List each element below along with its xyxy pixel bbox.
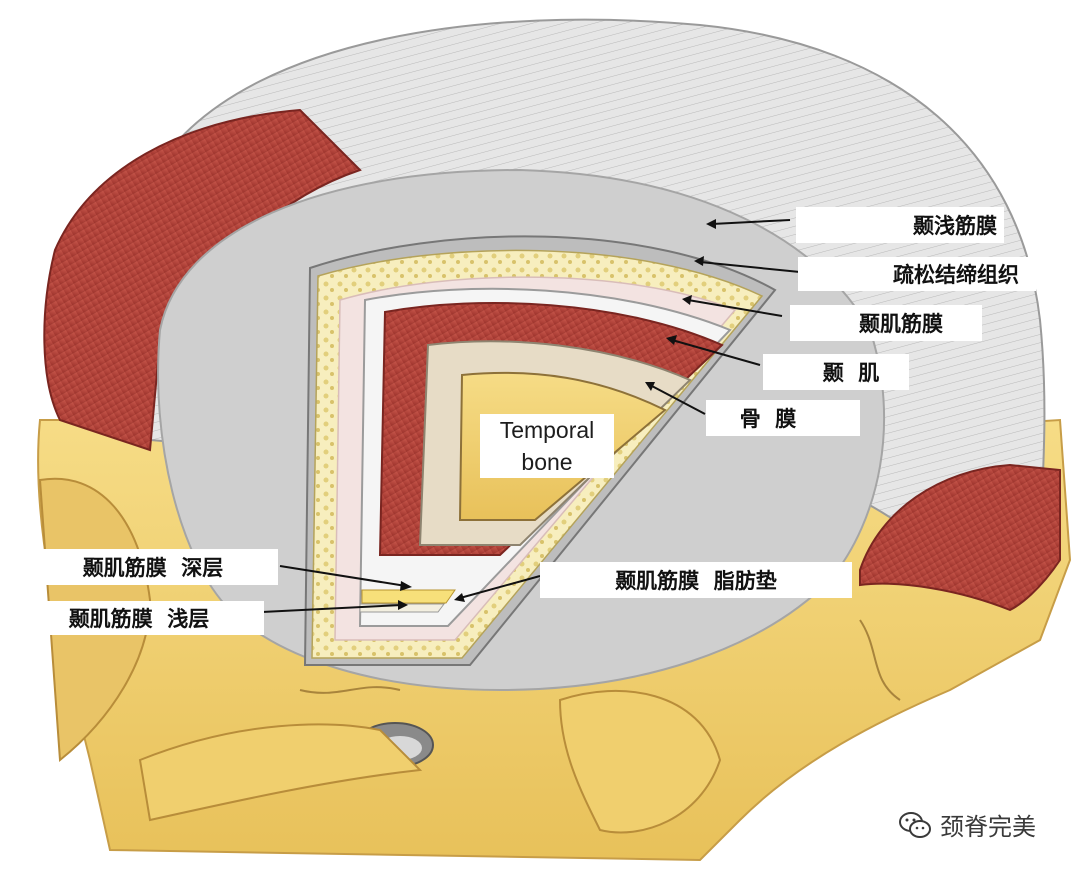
watermark-text: 颈脊完美: [940, 813, 1036, 841]
watermark: 颈脊完美: [898, 807, 1036, 842]
temporal-bone-label-line2: bone: [521, 449, 573, 475]
label-superficial-layer: 颞肌筋膜 浅层: [14, 601, 264, 635]
label-temporalis-muscle: 颞 肌: [763, 354, 909, 390]
temporal-bone-label-line1: Temporal: [499, 417, 595, 443]
label-loose-areolar-tissue: 疏松结缔组织: [798, 257, 1036, 291]
temporal-bone-label: Temporal bone: [480, 414, 614, 478]
label-superficial-temporal-fascia: 颞浅筋膜: [796, 207, 1004, 243]
label-deep-layer: 颞肌筋膜 深层: [28, 549, 278, 585]
wechat-icon: [899, 811, 931, 838]
arrow-heads: [398, 219, 716, 610]
fat-pad-strip: [361, 589, 456, 604]
occipitalis-muscle: [859, 463, 1061, 612]
label-fat-pad: 颞肌筋膜 脂肪垫: [540, 562, 852, 598]
label-temporalis-fascia: 颞肌筋膜: [790, 305, 982, 341]
mastoid: [558, 689, 722, 834]
pointer-arrows: [261, 219, 801, 613]
label-periosteum: 骨 膜: [706, 400, 860, 436]
zygomatic-arch: [138, 723, 423, 822]
